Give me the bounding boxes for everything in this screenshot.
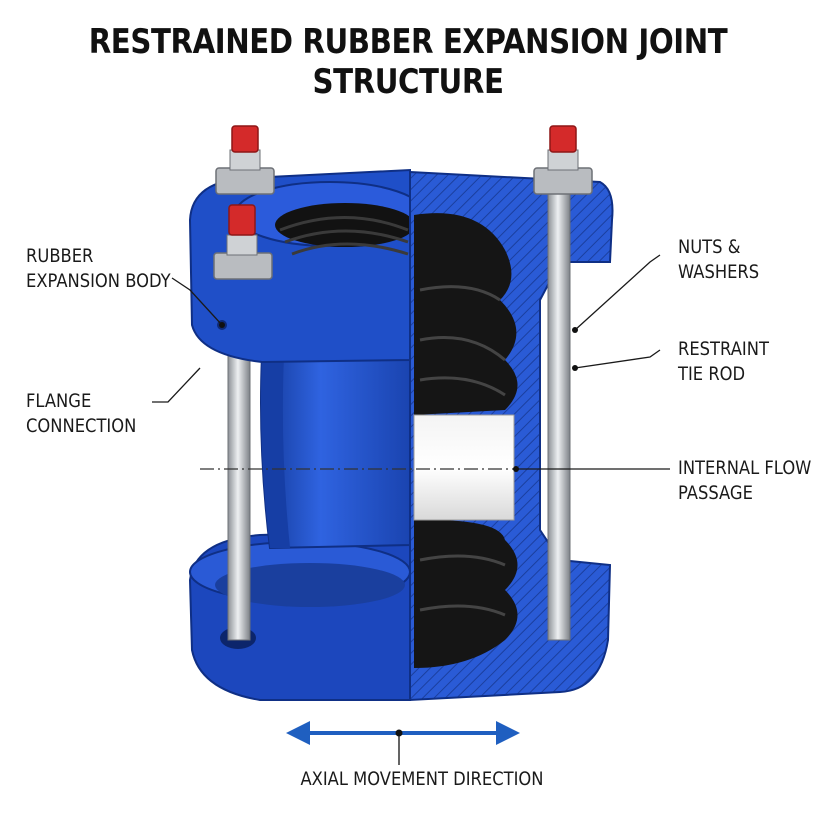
bottom-flange: [188, 528, 411, 701]
center-body: [260, 348, 411, 550]
cutaway-section: [409, 170, 614, 702]
label-flange-connection: FLANGE CONNECTION: [26, 390, 137, 437]
label-restraint-tie-rod: RESTRAINT TIE ROD: [678, 338, 769, 385]
tie-rod-right: [547, 189, 571, 641]
label-nuts-washers: NUTS & WASHERS: [678, 236, 760, 283]
nut-top-left-back: [215, 125, 275, 195]
label-internal-flow-passage: INTERNAL FLOW PASSAGE: [678, 457, 812, 504]
nut-top-right: [533, 125, 593, 195]
nut-top-left-front: [213, 204, 273, 280]
label-axial-movement-direction: AXIAL MOVEMENT DIRECTION: [300, 768, 544, 790]
page-title: RESTRAINED RUBBER EXPANSION JOINT STRUCT…: [88, 22, 728, 102]
leader-lines: [152, 254, 670, 470]
label-rubber-expansion-body: RUBBER EXPANSION BODY: [26, 245, 171, 292]
axial-movement-arrow: [286, 721, 520, 765]
flow-passage: [413, 414, 515, 521]
tie-rod-left-front: [227, 339, 251, 641]
